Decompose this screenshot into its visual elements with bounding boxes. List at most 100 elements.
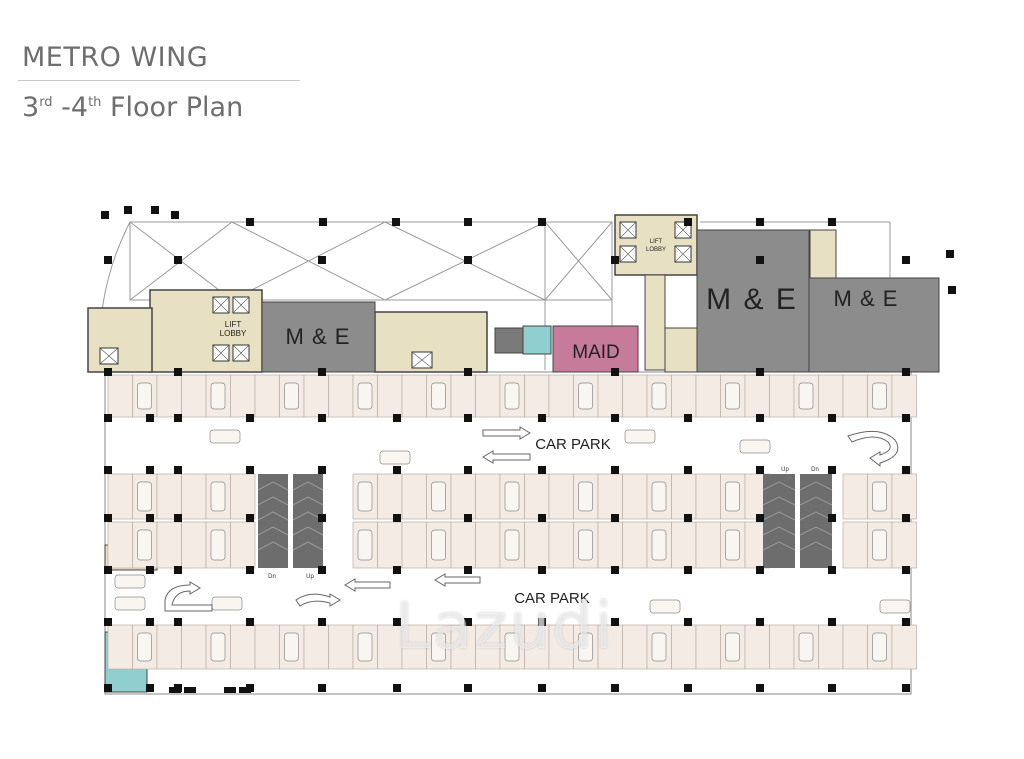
car-icon	[210, 382, 226, 410]
parking-stall	[842, 374, 868, 418]
car-icon	[431, 481, 446, 512]
column	[318, 368, 326, 376]
parking-stall	[597, 624, 623, 670]
parking-stall	[254, 374, 280, 418]
column	[948, 286, 956, 294]
parking-stall	[842, 521, 868, 569]
structural-columns	[101, 206, 956, 693]
parking-stall	[524, 374, 550, 418]
car-icon	[872, 632, 887, 662]
car-icon	[431, 529, 446, 561]
parking-stall	[548, 521, 574, 569]
column	[146, 618, 154, 626]
parking-stall	[352, 473, 378, 520]
column	[104, 618, 112, 626]
parking-stall	[230, 374, 256, 418]
car-icon	[137, 382, 152, 410]
column	[611, 514, 619, 522]
column	[684, 566, 692, 574]
parking-stalls	[107, 374, 917, 670]
parking-stall	[818, 624, 844, 670]
me-room-left	[261, 301, 376, 373]
traffic-arrows	[164, 426, 899, 612]
parking-stall	[622, 624, 648, 670]
column	[393, 466, 401, 474]
parking-stall	[671, 624, 697, 670]
parking-stall	[842, 624, 868, 670]
parking-stall	[450, 473, 476, 520]
small-service-room	[494, 327, 524, 354]
parking-stall	[377, 374, 403, 418]
parking-stall	[107, 624, 133, 670]
column	[393, 414, 401, 422]
parking-stall	[156, 473, 182, 520]
parking-stall	[891, 473, 917, 520]
column	[464, 414, 472, 422]
watermark-logo: Lazudi	[395, 590, 615, 664]
parking-stall	[107, 374, 133, 418]
column	[684, 514, 692, 522]
parking-stall	[818, 374, 844, 418]
column	[174, 466, 182, 474]
car-icon	[872, 382, 887, 410]
column	[393, 684, 401, 692]
column	[246, 566, 254, 574]
column	[239, 687, 251, 693]
parking-stall	[744, 374, 770, 418]
parking-stall	[156, 624, 182, 670]
subtitle-th: th	[88, 95, 102, 110]
me-left-label: M & E	[286, 324, 351, 349]
car-icon	[649, 599, 681, 614]
column	[756, 368, 764, 376]
car-icon	[798, 632, 814, 662]
column	[828, 618, 836, 626]
column	[684, 466, 692, 474]
column	[224, 687, 236, 693]
car-icon	[872, 529, 887, 561]
parking-stall	[181, 374, 207, 418]
column	[318, 466, 326, 474]
car-icon	[651, 632, 667, 662]
column	[902, 414, 910, 422]
car-icon	[210, 632, 226, 662]
car-icon	[725, 382, 740, 410]
parking-stall	[230, 473, 256, 520]
parking-stall	[548, 374, 574, 418]
car-icon	[872, 481, 887, 512]
parking-stall	[695, 473, 721, 520]
parking-stall	[401, 521, 427, 569]
parking-stall	[524, 521, 550, 569]
parking-stall	[156, 521, 182, 569]
parking-stall	[377, 473, 403, 520]
car-icon	[211, 596, 243, 611]
parking-stall	[548, 624, 574, 670]
parking-stall	[597, 521, 623, 569]
column	[538, 414, 546, 422]
parking-stall	[303, 374, 329, 418]
car-icon	[137, 632, 152, 662]
column	[902, 514, 910, 522]
left-lift-lobby-label-1: LIFT	[225, 320, 242, 329]
parking-stall	[254, 624, 280, 670]
upper-car-park-label: CAR PARK	[535, 436, 611, 453]
column	[464, 684, 472, 692]
parking-stall	[671, 374, 697, 418]
column	[146, 684, 154, 692]
column	[174, 566, 182, 574]
parking-stall	[377, 521, 403, 569]
column	[151, 206, 159, 214]
column	[174, 368, 182, 376]
maid-room	[552, 325, 639, 373]
column	[464, 566, 472, 574]
column	[104, 368, 112, 376]
column	[902, 684, 910, 692]
column	[538, 684, 546, 692]
parking-stall	[842, 473, 868, 520]
car-icon	[210, 481, 226, 512]
column	[104, 256, 112, 264]
ramp-left-1	[258, 474, 288, 568]
column	[756, 684, 764, 692]
column	[828, 566, 836, 574]
column	[756, 514, 764, 522]
teal-service-room	[522, 325, 552, 355]
